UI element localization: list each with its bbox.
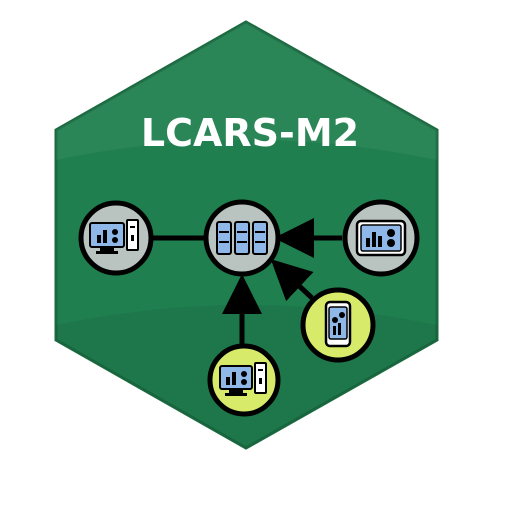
desktop-computer-icon [89, 219, 139, 254]
desktop-computer-icon [219, 362, 267, 396]
tablet-dashboard-icon [355, 219, 407, 257]
node-phone [300, 287, 376, 363]
mobile-phone-icon [324, 300, 352, 348]
node-server [203, 199, 281, 277]
hexagon-highlight-top [56, 22, 437, 160]
logo-title: LCARS-M2 [141, 111, 359, 155]
server-icon [216, 221, 268, 255]
node-desktop-left [78, 200, 154, 276]
node-tablet-right [342, 199, 420, 277]
node-desktop-bottom [207, 343, 281, 417]
edge-phone-to-server [270, 259, 314, 302]
